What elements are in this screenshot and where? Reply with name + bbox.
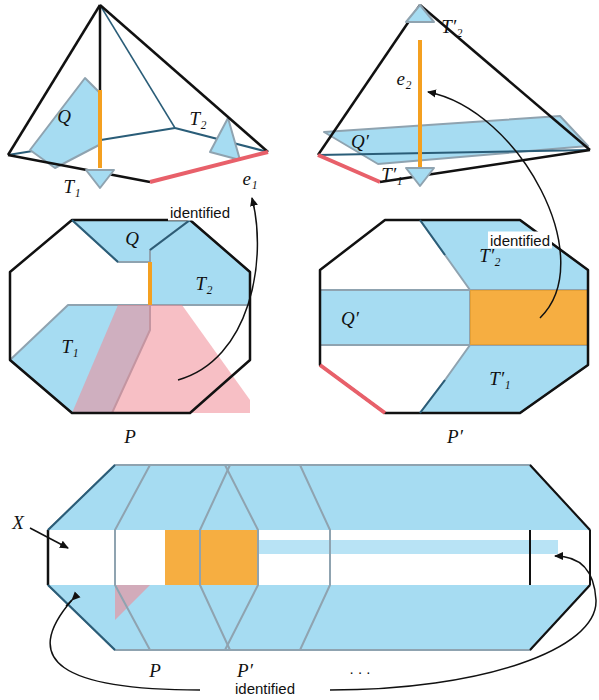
drawing-part (420, 345, 588, 413)
drawing-part (150, 220, 250, 305)
drawing-part (380, 150, 590, 182)
drawing-part (320, 220, 588, 413)
drawing-part (420, 220, 445, 255)
drawing-part (420, 220, 588, 290)
identify-loop-head (66, 600, 72, 606)
drawing-part (530, 585, 590, 650)
prism-strip (48, 465, 590, 650)
octagon-p-prime (320, 220, 588, 413)
drawing-part (115, 465, 258, 650)
symbol-label: T₂ (195, 274, 212, 293)
drawing-part (150, 220, 190, 250)
symbol-label: Q′ (351, 132, 369, 151)
pyramid-left (8, 5, 268, 188)
drawing-part (258, 540, 558, 554)
symbol-label: T₂ (189, 109, 206, 128)
symbol-label: P (149, 661, 161, 680)
drawing-part (420, 5, 590, 150)
drawing-part (8, 5, 100, 155)
drawing-part (320, 365, 385, 413)
drawing-part (10, 220, 250, 413)
drawing-part (48, 465, 590, 650)
symbol-label: T′₁ (489, 369, 510, 388)
symbol-label: e₁ (242, 169, 257, 188)
x-arrow (30, 528, 68, 548)
symbol-label: P′ (237, 661, 253, 680)
symbol-label: Q (125, 229, 139, 248)
drawing-part (100, 5, 268, 152)
drawing-part (529, 530, 531, 585)
symbol-label: T′₁ (381, 165, 402, 184)
drawing-part (318, 150, 590, 155)
drawing-part (30, 78, 99, 168)
drawing-part (530, 465, 590, 530)
identify-loop (50, 556, 596, 690)
drawing-part (115, 585, 150, 620)
symbol-label: e₂ (396, 69, 411, 88)
symbol-label: T₁ (61, 337, 78, 356)
drawing-part (72, 220, 118, 262)
drawing-part (200, 465, 330, 650)
identify-arrow (178, 198, 257, 380)
note-label: identified (233, 680, 297, 697)
drawing-part (406, 5, 434, 22)
drawing-part (99, 5, 102, 90)
symbol-label: T′₂ (441, 17, 462, 36)
drawing-part (406, 168, 434, 186)
drawing-part (98, 90, 102, 168)
symbol-label: T₁ (63, 177, 80, 196)
drawing-part (318, 5, 420, 155)
symbol-label: T′₂ (479, 246, 500, 265)
octagon-p (10, 220, 250, 413)
symbol-label: Q′ (341, 309, 359, 328)
identify-arrow (428, 92, 561, 318)
drawing-part (418, 40, 422, 168)
drawing-part (165, 530, 258, 585)
drawing-part (148, 262, 152, 305)
drawing-part (86, 170, 114, 188)
symbol-label: X (12, 513, 24, 532)
drawing-part (470, 290, 588, 345)
symbol-label: Q (57, 107, 71, 126)
drawing-part (10, 220, 250, 413)
drawing-part (48, 530, 590, 585)
note-label: . . . (348, 660, 373, 677)
drawing-part (420, 380, 445, 413)
drawing-part (72, 305, 250, 413)
drawing-part (100, 5, 175, 128)
symbol-label: P′ (447, 427, 463, 446)
drawing-part (318, 155, 380, 182)
drawing-part (320, 290, 470, 345)
pyramid-right (318, 5, 590, 186)
note-label: identified (168, 204, 232, 221)
symbol-label: P (124, 427, 136, 446)
drawing-part (48, 465, 115, 530)
drawing-part (320, 220, 588, 413)
drawing-part (48, 465, 590, 650)
